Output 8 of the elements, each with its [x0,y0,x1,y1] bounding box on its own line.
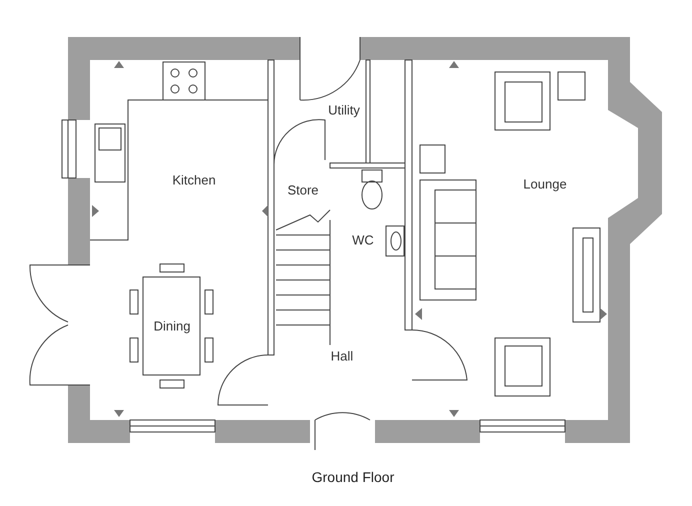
caption: Ground Floor [312,469,394,485]
room-label: Hall [330,348,354,364]
room-label: Kitchen [172,172,216,188]
room-label: Lounge [523,176,567,192]
room-label: Store [287,182,319,198]
room-label: Dining [154,318,190,334]
room-label: WC [352,232,374,248]
room-label: Utility [328,102,360,118]
